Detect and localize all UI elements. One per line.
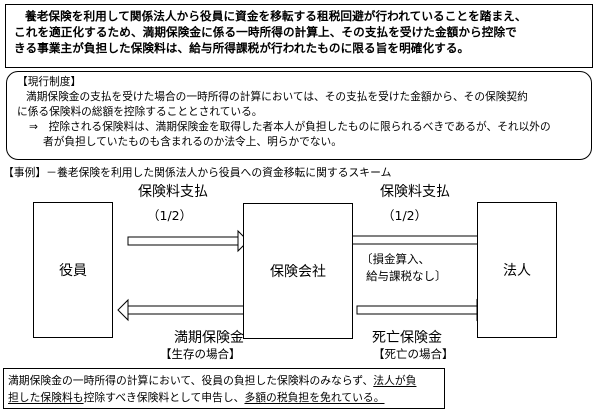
left-premium-ratio: （1/2） (147, 208, 193, 223)
officer-label: 役員 (59, 263, 87, 279)
arrow-insurer-to-corporation (356, 298, 488, 322)
current-system-line-4: 者が負担していたものも含まれるのか法令上、明らかでない。 (43, 135, 342, 148)
current-system-box: 【現行制度】 満期保険金の支払を受けた場合の一時所得の計算においては、その支払を… (6, 71, 592, 160)
left-premium-label: 保険料支払 (138, 184, 208, 200)
insurer-box: 保険会社 (243, 203, 353, 339)
insurer-label: 保険会社 (270, 264, 326, 280)
scheme-note-line-2: 担した保険料も控除すべき保険料として申告し、多額の税負担を免れている。 (8, 389, 440, 406)
current-system-line-3: ⇒ 控除される保険料は、満期保険金を取得した者本人が負担したものに限られるべきで… (29, 120, 551, 133)
current-system-heading: 【現行制度】 (17, 75, 82, 88)
death-benefit-label: 死亡保険金 (372, 330, 442, 346)
maturity-benefit-label: 満期保険金 (174, 330, 244, 346)
scheme-note-2a: 担した保険料も (8, 391, 84, 404)
current-system-line-1: 満期保険金の支払を受けた場合の一時所得の計算においては、その支払を受けた金額から… (26, 90, 528, 103)
current-system-line-2: に係る保険料の総額を控除することとされている。 (17, 105, 263, 118)
right-tax-note-2: 給与課税なし〕 (366, 269, 447, 283)
scheme-note-2b: 控除すべき保険料として申告し、 (83, 391, 245, 404)
scheme-note-1b: 法人が負 (373, 374, 417, 387)
maturity-condition: 【生存の場合】 (160, 347, 241, 361)
arrow-officer-to-insurer (127, 229, 249, 253)
arrow-corporation-to-insurer (336, 227, 481, 253)
summary-line-1: 養老保険を利用して関係法人から役員に資金を移転する租税回避が行われていることを踏… (25, 9, 527, 23)
right-tax-note-1: 〔損金算入、 (361, 252, 430, 266)
officer-box: 役員 (33, 202, 113, 338)
corporation-label: 法人 (503, 263, 531, 279)
case-title: 【事例】－養老保険を利用した関係法人から役員への資金移転に関するスキーム (3, 166, 392, 179)
scheme-note-1a: 満期保険金の一時所得の計算において、役員の負担した保険料のみならず、 (8, 374, 374, 387)
scheme-note-box: 満期保険金の一時所得の計算において、役員の負担した保険料のみならず、法人が負 担… (3, 368, 445, 409)
death-condition: 【死亡の場合】 (373, 347, 454, 361)
right-premium-label: 保険料支払 (380, 184, 450, 200)
arrow-insurer-to-officer (117, 298, 249, 322)
summary-box: 養老保険を利用して関係法人から役員に資金を移転する租税回避が行われていることを踏… (5, 4, 593, 68)
corporation-box: 法人 (477, 202, 557, 338)
scheme-note-line-1: 満期保険金の一時所得の計算において、役員の負担した保険料のみならず、法人が負 (8, 372, 440, 389)
right-premium-ratio: （1/2） (382, 208, 428, 223)
scheme-note-2c: 多額の税負担を免れている。 (244, 391, 385, 404)
summary-line-3: きる事業主が負担した保険料は、給与所得課税が行われたものに限る旨を明確化する。 (14, 41, 470, 55)
summary-line-2: これを適正化するため、満期保険金に係る一時所得の計算上、その支払を受けた金額から… (14, 25, 517, 39)
